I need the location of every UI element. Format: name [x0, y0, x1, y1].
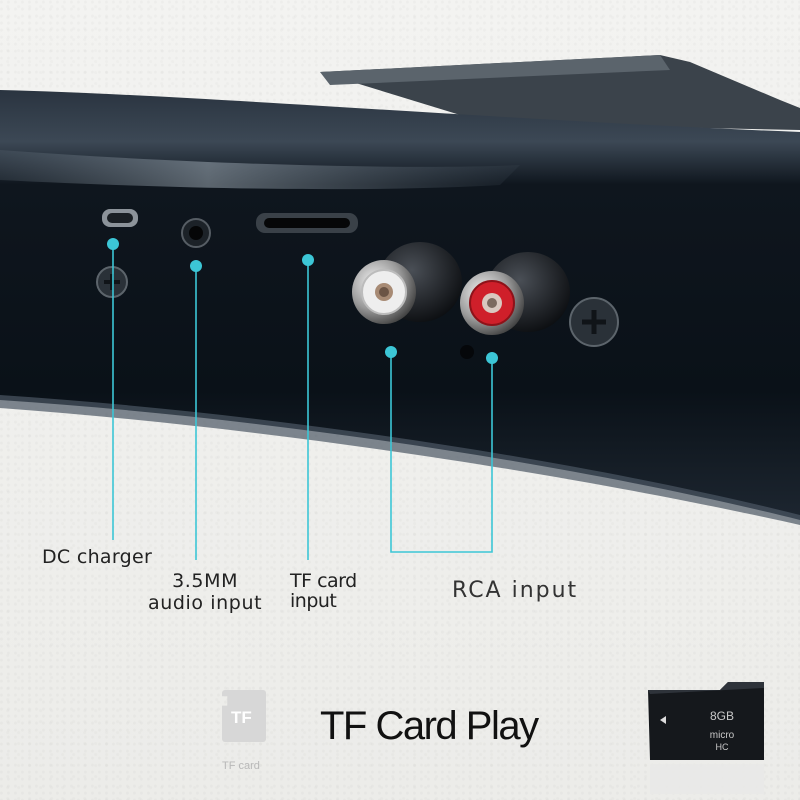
audio-input-label: 3.5MM audio input: [148, 570, 263, 614]
body-highlight: [0, 150, 520, 190]
audio-jack-hole: [189, 226, 203, 240]
callout-dots: [107, 238, 498, 364]
screw-left: [96, 266, 128, 298]
tf-card-icon-text: TF: [231, 708, 252, 727]
sd-capacity: 8GB: [710, 709, 734, 723]
top-panel-edge: [320, 55, 670, 85]
headline: TF Card Play: [320, 704, 539, 748]
rca-white-jack: [352, 242, 462, 324]
micro-sd-card: 8GB micro HC: [648, 682, 764, 760]
screw-right: [569, 297, 619, 347]
small-hole: [460, 345, 474, 359]
tf-slot-opening: [264, 218, 350, 228]
rca-input-label: RCA input: [452, 578, 579, 603]
tf-card-icon-caption: TF card: [222, 760, 260, 772]
dc-charger-label: DC charger: [42, 546, 153, 568]
rca-red-jack: [460, 252, 570, 335]
dc-port-hole: [107, 213, 133, 223]
sd-brand: micro: [710, 730, 735, 741]
tf-card-input-label: TF card input: [290, 570, 357, 612]
body-bottom-edge: [0, 395, 800, 525]
callout-lines: [112, 244, 493, 560]
sd-card-reflection: [650, 764, 764, 794]
sd-mark: HC: [716, 742, 729, 752]
tf-card-icon: [222, 690, 266, 742]
